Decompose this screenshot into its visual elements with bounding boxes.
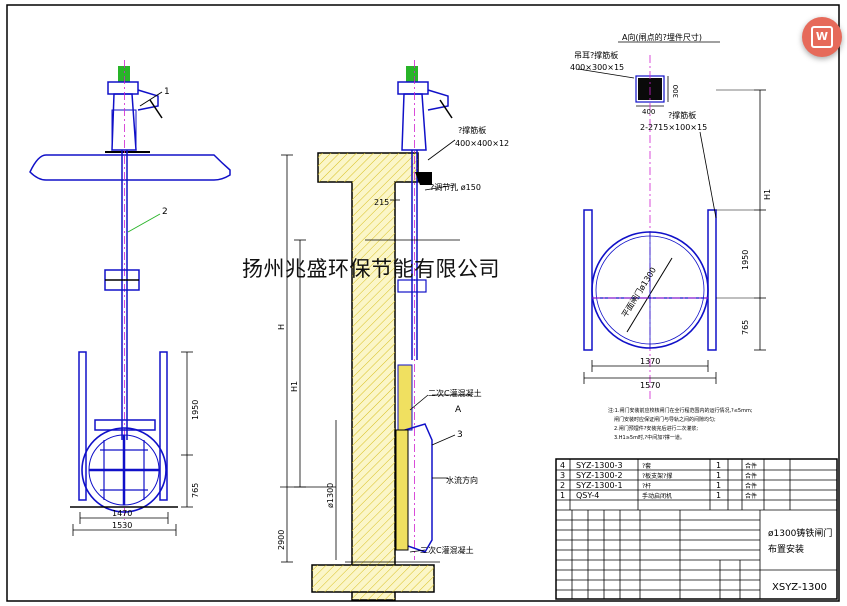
right-view-title: A向(闸点的?埋件尺寸): [622, 32, 702, 42]
bom-row-2-no: 3: [560, 471, 565, 480]
section-flow-direction: 水流方向: [446, 475, 478, 485]
right-top-plate-label: 吊耳?撑筋板: [574, 50, 618, 60]
bom-row-1-qty: 1: [716, 461, 721, 470]
bom-row-1-code: SYZ-1300-3: [576, 461, 623, 470]
left-dim-765: 765: [191, 483, 200, 498]
section-hole-label: ?调节孔 ø150: [430, 183, 481, 192]
bom-row-1-no: 4: [560, 461, 565, 470]
note-line-2: 闸门安装时应保证闸门与导轨之间的间隙均匀;: [614, 416, 716, 423]
right-top-plate-size: 400×300×15: [570, 63, 624, 72]
section-callout-3: 3: [457, 430, 463, 440]
left-dim-1950: 1950: [191, 400, 200, 420]
bom-row-4-no: 1: [560, 491, 565, 500]
right-top-plate-height: 300: [672, 85, 680, 98]
section-plate-size: 400×400×12: [455, 139, 509, 148]
bom-row-3-mat: 合件: [745, 482, 757, 490]
left-dim-1530: 1530: [112, 521, 132, 530]
section-dim-H: H: [277, 324, 286, 330]
bom-row-4-qty: 1: [716, 491, 721, 500]
right-mid-plate-size: 2-2715×100×15: [640, 123, 707, 132]
section-dim-2900: 2900: [277, 530, 286, 550]
left-callout-1: 1: [164, 87, 170, 97]
bom-row-2-name: ?板支架?撑: [642, 472, 672, 480]
left-callout-2: 2: [162, 207, 168, 217]
bom-row-4-name: 手动启闭机: [642, 492, 672, 500]
bom-row-2-qty: 1: [716, 471, 721, 480]
section-dim-diameter: ø1300: [326, 483, 335, 508]
bom-row-4-code: QSY-4: [576, 491, 599, 500]
section-concrete-note-1: 二次C灌混凝土: [428, 388, 482, 398]
bom-row-3-code: SYZ-1300-1: [576, 481, 623, 490]
document-icon: W: [811, 26, 833, 48]
middle-section-view: [280, 60, 470, 601]
bom-row-1-name: ?套: [642, 462, 651, 470]
title-block-title-2: 布置安装: [768, 543, 804, 555]
bom-row-3-name: ?杆: [642, 482, 651, 490]
right-top-plate-width: 400: [642, 108, 655, 116]
title-block-drawing-number: XSYZ-1300: [772, 582, 827, 593]
floating-action-button[interactable]: W: [802, 17, 842, 57]
right-mid-plate-label: ?撑筋板: [668, 110, 696, 120]
section-dim-215: 215: [374, 198, 389, 207]
bom-row-3-qty: 1: [716, 481, 721, 490]
section-concrete-note-2: 二次C灌混凝土: [420, 545, 474, 555]
left-front-view: [29, 60, 231, 536]
bom-row-3-no: 2: [560, 481, 565, 490]
left-dim-1470: 1470: [112, 509, 132, 518]
right-dim-H1: H1: [763, 189, 772, 200]
bom-row-1-mat: 合件: [745, 462, 757, 470]
right-dim-1370: 1370: [640, 357, 660, 366]
bom-row-2-code: SYZ-1300-2: [576, 471, 623, 480]
right-gate-diagonal-label: 平面闸门ø1300: [619, 265, 658, 319]
company-name-overlay: 扬州兆盛环保节能有限公司: [242, 257, 500, 281]
section-marker-A: A: [455, 405, 462, 415]
note-line-3: 2.闸门预埋件?安装完后进行二次灌浆;: [614, 425, 698, 432]
section-dim-H1: H1: [290, 381, 299, 392]
right-dim-1570: 1570: [640, 381, 660, 390]
note-line-4: 3.H1≥5m时,?中间加?撑一道。: [614, 434, 685, 441]
sheet-border: [6, 4, 840, 602]
title-block-title-1: ø1300铸铁闸门: [768, 527, 832, 539]
bom-table-grid: [555, 458, 838, 600]
right-plan-view: [577, 41, 766, 400]
bom-row-4-mat: 合件: [745, 492, 757, 500]
note-line-1: 注:1.闸门安装前应校核闸门在全行程范围内的运行情况,?≤5mm;: [608, 407, 753, 414]
right-dim-765: 765: [741, 320, 750, 335]
section-plate-label: ?撑筋板: [458, 125, 486, 135]
bom-row-2-mat: 合件: [745, 472, 757, 480]
right-dim-1950: 1950: [741, 250, 750, 270]
